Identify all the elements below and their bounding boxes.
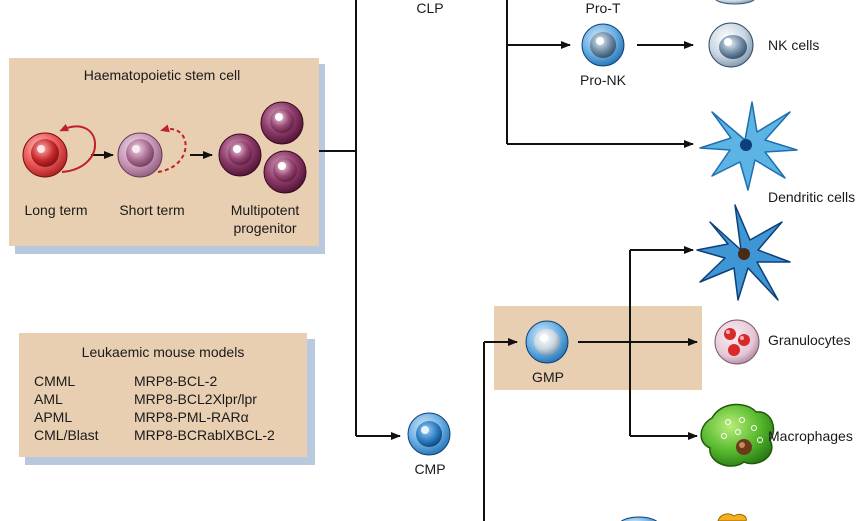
self-renewal-arrow-short xyxy=(157,124,187,173)
bottom-cell-blue xyxy=(620,516,658,521)
models-title: Leukaemic mouse models xyxy=(81,344,245,360)
model-disease-3: APML xyxy=(34,409,73,425)
macrophage-cell xyxy=(700,403,775,467)
model-name-4: MRP8-BCRablXBCL-2 xyxy=(134,427,275,443)
multipotent-label-line2: progenitor xyxy=(233,220,297,236)
cmp-cell xyxy=(407,412,451,456)
hsc-title: Haematopoietic stem cell xyxy=(83,67,241,83)
nk-cell xyxy=(708,22,754,68)
granulocytes-label: Granulocytes xyxy=(768,332,851,348)
clp-label: CLP xyxy=(416,0,444,16)
multipotent-label-line1: Multipotent xyxy=(230,202,300,218)
pro-nk-cell xyxy=(581,23,625,67)
pro-nk-label: Pro-NK xyxy=(580,72,626,88)
gmp-cell xyxy=(525,320,569,364)
model-disease-1: CMML xyxy=(34,373,76,389)
short-term-label: Short term xyxy=(119,202,185,218)
gmp-box xyxy=(494,306,702,390)
pro-t-cell xyxy=(715,0,755,5)
granulocyte-cell xyxy=(714,319,760,365)
long-term-hsc-cell xyxy=(22,132,68,178)
dendritic-cells-label: Dendritic cells xyxy=(768,189,856,205)
model-name-2: MRP8-BCL2Xlpr/lpr xyxy=(134,391,257,407)
dendritic-cell-1 xyxy=(699,101,798,191)
lineage-lines xyxy=(91,0,698,521)
model-disease-4: CML/Blast xyxy=(34,427,99,443)
bottom-cell-yellow xyxy=(717,513,747,521)
long-term-label: Long term xyxy=(24,202,88,218)
nk-cells-label: NK cells xyxy=(768,37,820,53)
model-disease-2: AML xyxy=(34,391,63,407)
pro-t-label: Pro-T xyxy=(585,0,621,16)
dendritic-cell-2 xyxy=(696,204,791,301)
model-name-1: MRP8-BCL-2 xyxy=(134,373,218,389)
self-renewal-arrow-long xyxy=(59,123,97,173)
macrophages-label: Macrophages xyxy=(768,428,853,444)
gmp-label: GMP xyxy=(532,369,564,385)
short-term-hsc-cell xyxy=(117,132,163,178)
models-box xyxy=(19,333,307,457)
multipotent-progenitor-cells xyxy=(218,101,307,194)
cmp-label: CMP xyxy=(414,461,446,477)
model-name-3: MRP8-PML-RARα xyxy=(134,409,249,425)
